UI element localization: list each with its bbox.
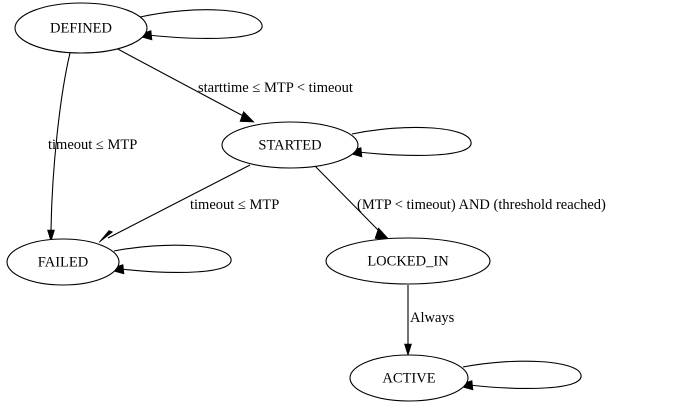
defined-to-started-path	[113, 46, 248, 119]
node-active-ellipse[interactable]	[349, 354, 469, 402]
node-started-ellipse[interactable]	[221, 121, 359, 169]
node-defined-label: DEFINED	[50, 20, 112, 36]
node-locked-in-label: LOCKED_IN	[367, 253, 449, 269]
locked_in-to-active-arrowhead	[404, 343, 412, 357]
node-active-label: ACTIVE	[382, 370, 435, 386]
active-self-loop-path	[462, 360, 582, 389]
defined-to-failed-path	[50, 52, 71, 231]
edge-label-started-to-failed: timeout ≤ MTP	[190, 197, 279, 213]
node-failed-ellipse[interactable]	[6, 238, 120, 286]
edge-label-defined-to-failed: timeout ≤ MTP	[48, 137, 137, 153]
started-to-locked_in-path	[312, 163, 383, 235]
node-locked-in-ellipse[interactable]	[325, 237, 491, 285]
edge-started-to-failed	[98, 164, 251, 243]
edge-defined-to-started	[113, 46, 255, 123]
node-locked-in[interactable]: LOCKED_IN	[325, 237, 491, 285]
node-active[interactable]: ACTIVE	[349, 354, 469, 402]
node-defined[interactable]: DEFINED	[14, 2, 148, 54]
started-self-loop-path	[351, 126, 472, 156]
node-failed-label: FAILED	[38, 254, 88, 270]
defined-to-failed-arrowhead	[47, 229, 55, 243]
edge-locked_in-to-active	[404, 285, 412, 357]
self-loop-started	[344, 126, 472, 158]
defined-self-loop-path	[139, 9, 263, 39]
node-started-label: STARTED	[258, 137, 321, 153]
defined-to-started-arrowhead	[239, 110, 255, 123]
edge-defined-to-failed	[47, 52, 71, 243]
node-started[interactable]: STARTED	[221, 121, 359, 169]
self-loop-defined	[134, 9, 263, 41]
self-loop-active	[455, 360, 582, 391]
started-to-failed-path	[107, 164, 251, 239]
edge-label-locked-in-to-active: Always	[410, 310, 455, 326]
edge-label-defined-to-started: starttime ≤ MTP < timeout	[198, 80, 353, 96]
self-loop-failed	[106, 244, 232, 275]
failed-self-loop-path	[113, 244, 232, 273]
node-defined-ellipse[interactable]	[14, 2, 148, 54]
node-failed[interactable]: FAILED	[6, 238, 120, 286]
started-to-failed-arrowhead	[98, 230, 114, 243]
edge-label-started-to-locked-in: (MTP < timeout) AND (threshold reached)	[357, 197, 606, 213]
